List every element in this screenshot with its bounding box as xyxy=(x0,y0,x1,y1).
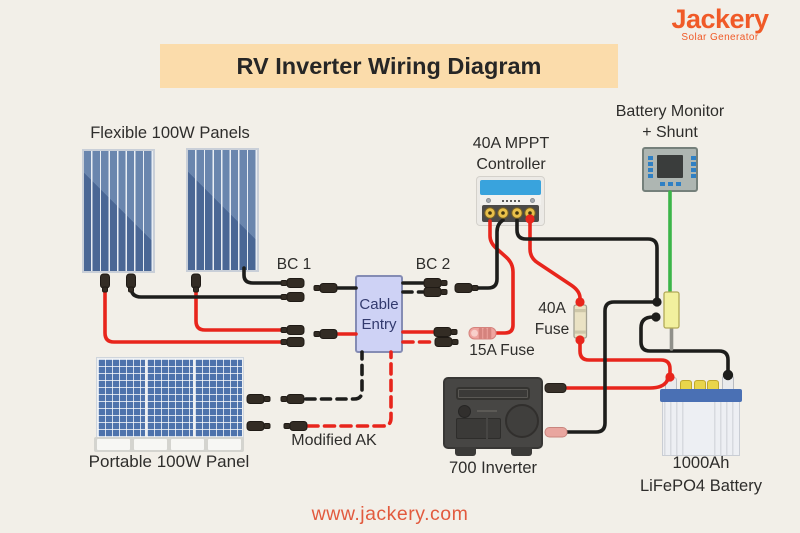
modified-ak-connectors xyxy=(280,394,308,431)
flexible-panel-1 xyxy=(82,149,155,273)
portable-panel-stand xyxy=(94,437,244,452)
wire-positive-fuse15-to-mppt xyxy=(488,219,515,335)
portable-panel-segment xyxy=(146,359,194,437)
battery-ridges xyxy=(664,402,688,455)
battery-monitor-label: Battery Monitor + Shunt xyxy=(598,101,742,143)
wire-positive-inverter-to-battery xyxy=(565,375,672,390)
stand-slot xyxy=(171,439,204,450)
inverter-vent xyxy=(456,387,530,400)
wire-negative-shunt-to-battery xyxy=(639,315,730,374)
inverter-outlet xyxy=(456,418,501,439)
mppt-label-line2: Controller xyxy=(476,156,546,173)
monitor-buttons xyxy=(648,156,653,160)
flexible-panel-2 xyxy=(186,148,259,272)
wire-positive-panel2-to-bc1 xyxy=(194,287,283,332)
stand-slot xyxy=(134,439,167,450)
battery-label: 1000Ah LiFePO4 Battery xyxy=(622,452,780,498)
mppt-label: 40A MPPT Controller xyxy=(452,133,570,175)
inverter-positive-connector xyxy=(544,383,567,393)
wire-negative-inverter-to-shunt xyxy=(565,300,656,434)
stand-slot xyxy=(208,439,241,450)
wire-negative-panel1-to-bc1 xyxy=(129,285,283,299)
modified-ak-label: Modified AK xyxy=(291,432,377,449)
bc1-branch-connectors xyxy=(280,278,338,347)
screw-icon xyxy=(486,197,491,203)
fuse-15a xyxy=(468,327,497,340)
inverter-foot xyxy=(511,447,532,456)
flexible-panels-label: Flexible 100W Panels xyxy=(90,124,250,142)
jackery-logo: Jackery Solar Generator xyxy=(656,4,784,43)
mppt-display-dots xyxy=(502,199,520,202)
bc1-label: BC 1 xyxy=(276,256,312,273)
inverter-foot xyxy=(455,447,476,456)
shunt xyxy=(663,291,680,351)
fuse-40a xyxy=(573,304,588,339)
wire-negative-panel2-to-bc1 xyxy=(242,266,283,285)
mppt-face xyxy=(480,180,541,195)
wire-negative-dashed-modified-ak xyxy=(304,350,364,401)
battery-monitor-label-line1: Battery Monitor xyxy=(615,103,725,120)
screw-icon xyxy=(530,197,535,203)
bc2-branch-connectors xyxy=(423,278,479,347)
stand-slot xyxy=(97,439,130,450)
inverter-knob xyxy=(458,405,471,418)
wire-negative-bc2-to-mppt xyxy=(476,218,505,290)
battery-device xyxy=(660,374,742,456)
wire-positive-fuse40-to-battery xyxy=(578,338,672,378)
brand-subtitle: Solar Generator xyxy=(681,32,759,43)
battery-top xyxy=(660,389,742,402)
battery-monitor-device xyxy=(642,147,698,192)
cable-entry-box: Cable Entry xyxy=(355,275,403,353)
junction-dots xyxy=(525,214,734,382)
battery-ridges xyxy=(714,402,738,455)
inverter-device xyxy=(443,377,543,456)
portable-panel-segment xyxy=(98,359,145,437)
monitor-screen xyxy=(657,155,683,178)
panel-output-connectors xyxy=(100,273,201,293)
fuse40-label-line2: Fuse xyxy=(534,321,570,338)
cable-entry-text-2: Entry xyxy=(361,315,397,333)
mppt-label-line1: 40A MPPT xyxy=(472,135,550,152)
wire-positive-dashed-modified-ak xyxy=(306,350,393,428)
battery-label-line1: 1000Ah xyxy=(672,454,730,472)
page-title: RV Inverter Wiring Diagram xyxy=(160,44,618,88)
wire-positive-mppt-to-fuse40 xyxy=(528,217,582,305)
portable-panel-segment xyxy=(195,359,243,437)
website-url: www.jackery.com xyxy=(311,503,469,525)
portable-panel-connectors xyxy=(246,394,271,431)
inverter-fan xyxy=(505,404,539,438)
brand-name: Jackery xyxy=(671,4,769,34)
mppt-terminal-block xyxy=(482,205,539,222)
fuse40-label: 40A Fuse xyxy=(528,298,576,340)
inverter-label: 700 Inverter xyxy=(448,459,538,477)
portable-panel xyxy=(96,357,244,439)
wire-negative-mppt-to-shunt xyxy=(515,218,659,302)
cable-entry-text-1: Cable xyxy=(359,295,399,313)
wire-positive-panel1-to-bc1 xyxy=(103,287,283,344)
fuse15-label: 15A Fuse xyxy=(469,342,535,359)
fuse40-label-line1: 40A xyxy=(538,300,566,317)
battery-body xyxy=(662,402,740,456)
portable-panel-label: Portable 100W Panel xyxy=(88,452,250,471)
battery-label-line2: LiFePO4 Battery xyxy=(640,477,762,495)
inverter-negative-connector xyxy=(544,427,568,438)
battery-monitor-label-line2: + Shunt xyxy=(642,124,698,141)
bc2-label: BC 2 xyxy=(415,256,451,273)
outlet-divider xyxy=(486,418,488,439)
inverter-detail-line xyxy=(477,410,497,412)
